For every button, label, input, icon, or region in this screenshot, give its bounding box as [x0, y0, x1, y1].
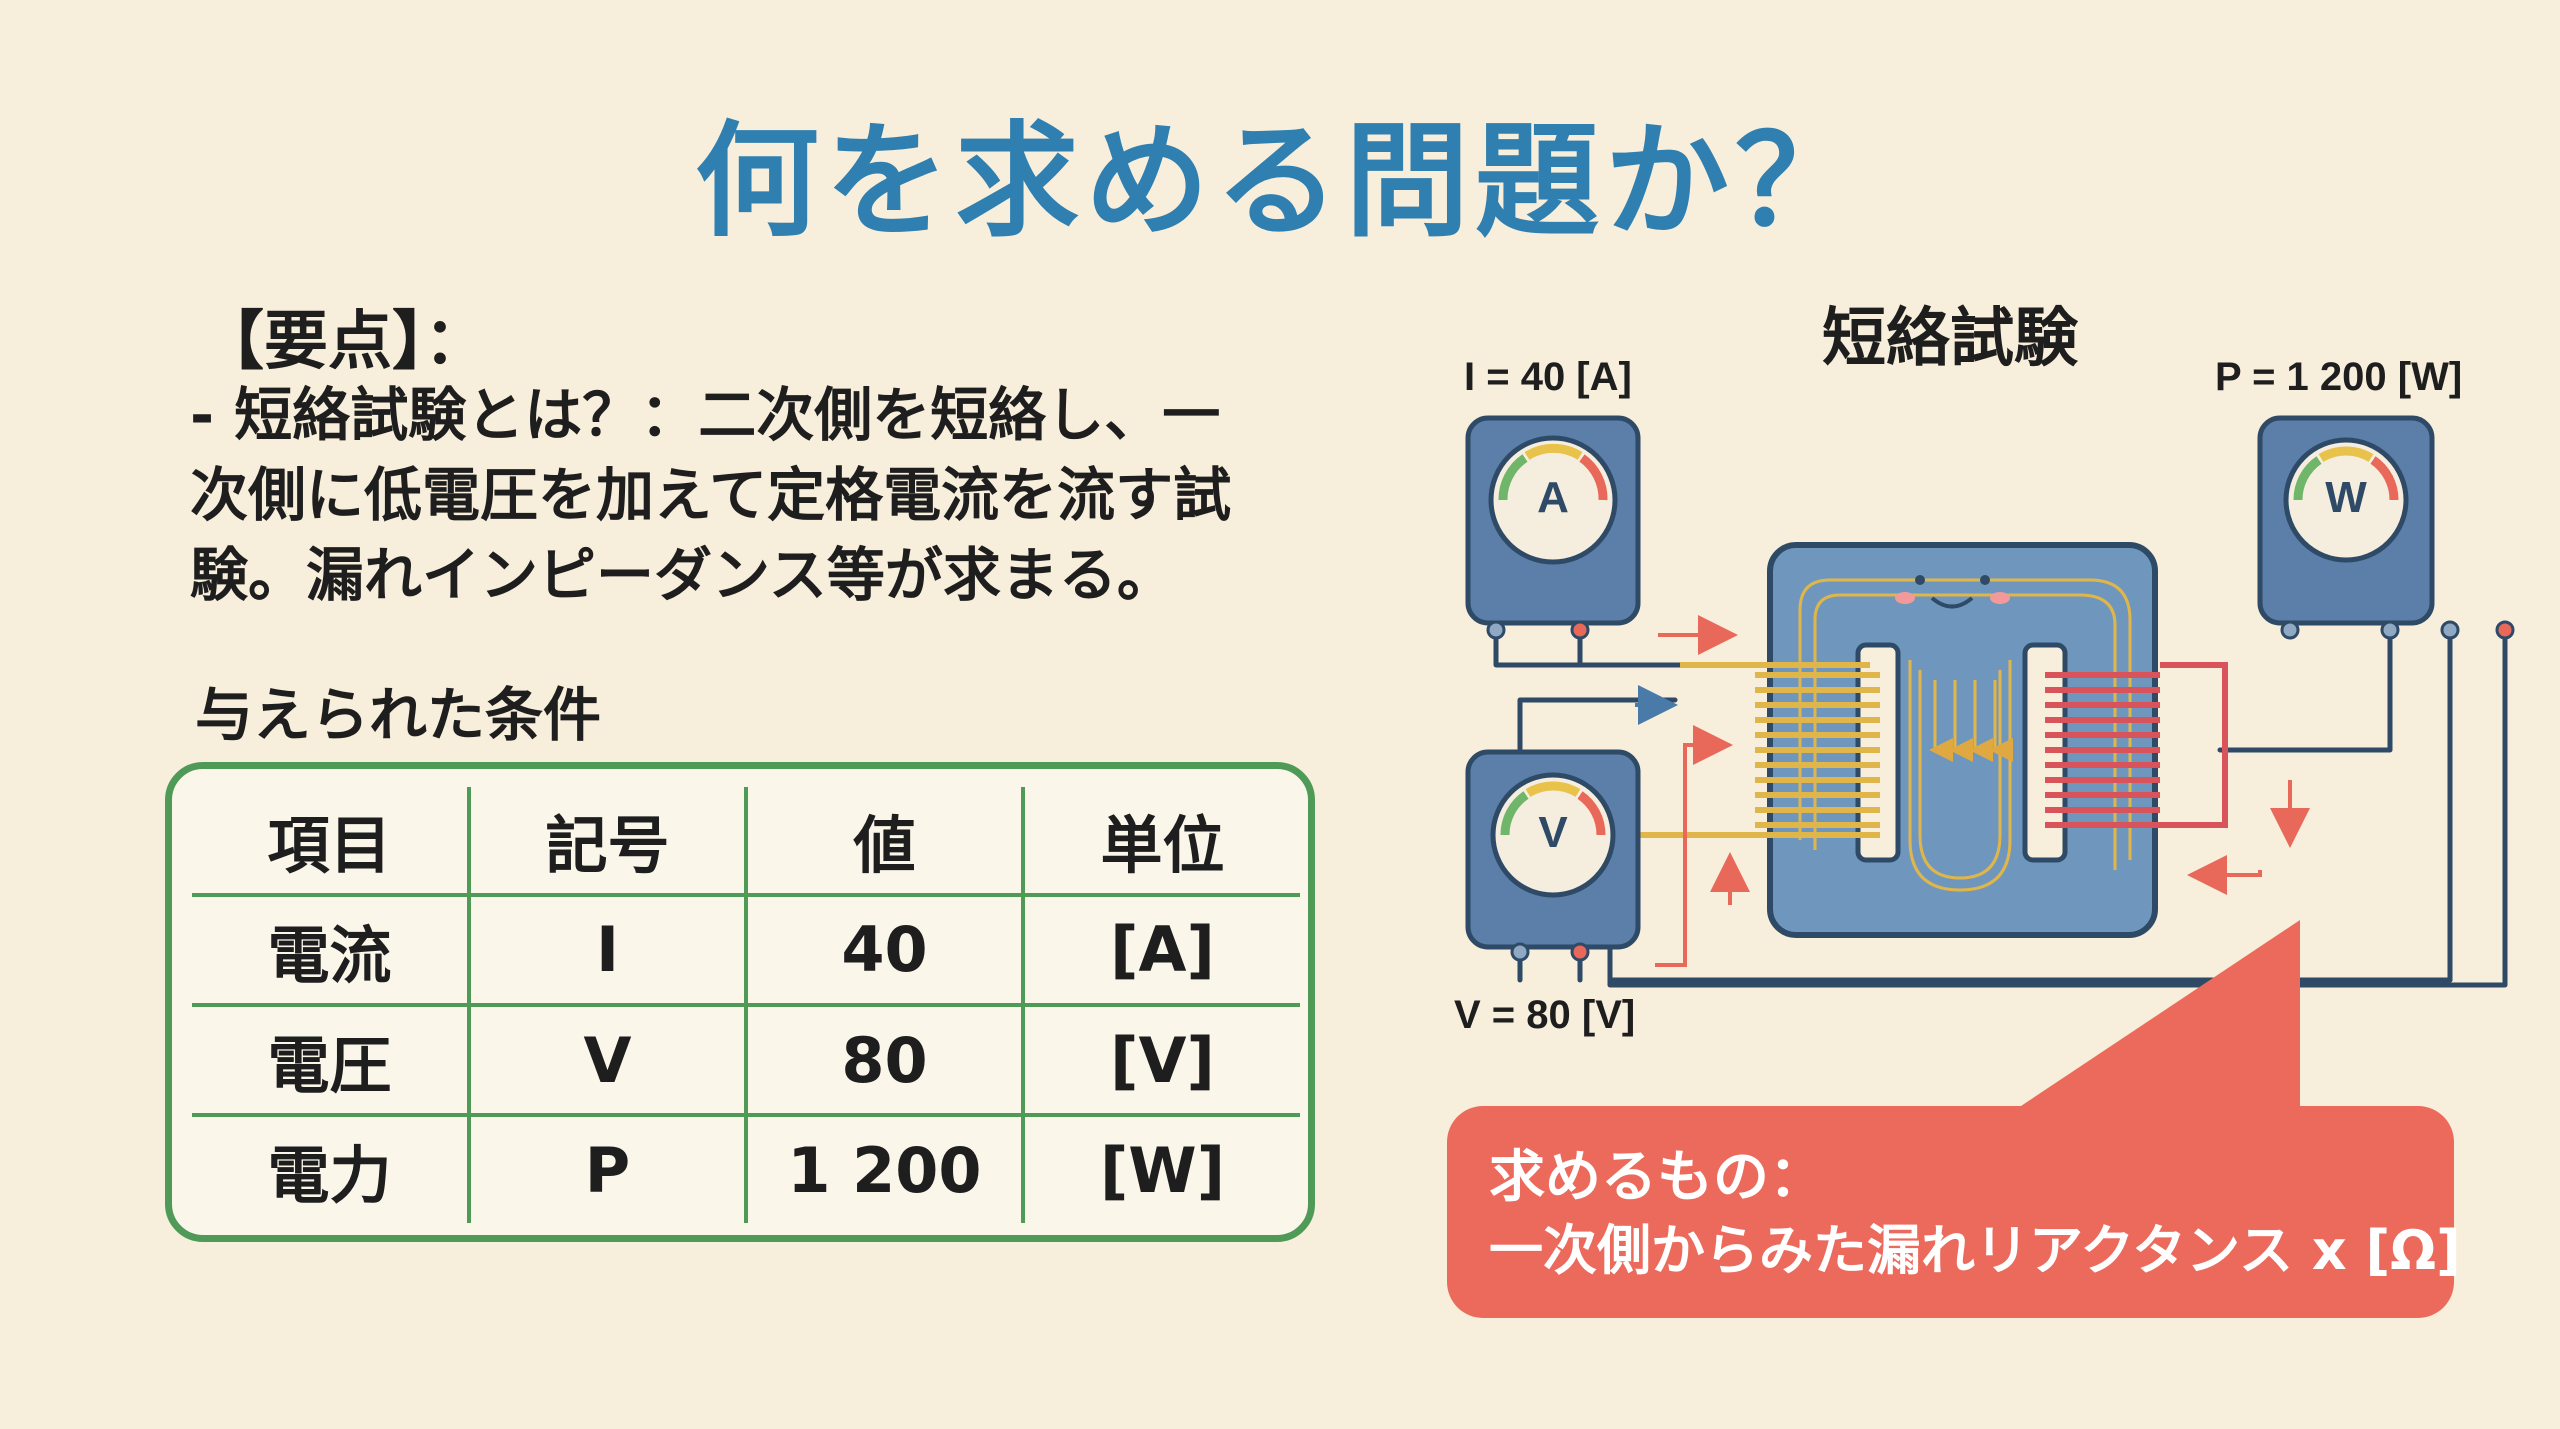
key-points-body: - 短絡試験とは？：二次側を短絡し、一 次側に低電圧を加えて定格電流を流す試 験…: [190, 375, 1330, 615]
wattmeter: W: [2257, 415, 2515, 640]
diagram-title: 短絡試験: [1822, 302, 2079, 374]
conditions-table: 項目 記号 値 単位 電流 I 40 [A] 電圧 V 80 [V] 電力 P …: [165, 762, 1315, 1242]
wattmeter-label: P = 1 200 [W]: [2215, 355, 2462, 399]
conditions-grid: 項目 記号 値 単位 電流 I 40 [A] 電圧 V 80 [V] 電力 P …: [192, 787, 1300, 1223]
table-cell: [V]: [1023, 1004, 1300, 1118]
ammeter-symbol: A: [1537, 473, 1569, 522]
table-cell: 電圧: [192, 1004, 471, 1118]
key-points-line: 次側に低電圧を加えて定格電流を流す試: [190, 461, 1232, 529]
table-cell: V: [469, 1004, 748, 1118]
conditions-heading: 与えられた条件: [195, 681, 602, 749]
answer-callout: 求めるもの： 一次側からみた漏れリアクタンス x [Ω]: [1447, 1106, 2461, 1318]
wattmeter-symbol: W: [2325, 473, 2367, 522]
voltmeter: V: [1465, 749, 1641, 962]
ammeter: A: [1465, 415, 1641, 640]
short-circuit-test-diagram: 短絡試験 I = 40 [A] P = 1 200 [W] V = 80 [V]: [1454, 302, 2515, 1037]
table-row: 電圧 V 80 [V]: [192, 1004, 1300, 1118]
table-row: 電流 I 40 [A]: [192, 894, 1300, 1007]
table-cell: P: [469, 1115, 748, 1223]
table-cell: 電流: [192, 894, 471, 1007]
core-face: [1895, 575, 2010, 609]
table-cell: [W]: [1099, 1133, 1226, 1207]
ammeter-label: I = 40 [A]: [1464, 355, 1632, 399]
callout-target: 一次側からみた漏れリアクタンス x [Ω]: [1489, 1219, 2461, 1282]
header-symbol: 記号: [469, 787, 748, 897]
secondary-coil: [2045, 662, 2228, 828]
voltmeter-label: V = 80 [V]: [1454, 993, 1635, 1037]
primary-coil: [1640, 662, 1880, 838]
key-points-heading: 【要点】：: [200, 305, 488, 379]
header-unit: 単位: [1023, 787, 1300, 897]
key-points-line: - 短絡試験とは？：二次側を短絡し、一: [190, 381, 1221, 449]
table-cell: 80: [746, 1004, 1025, 1118]
table-cell: [A]: [1023, 894, 1300, 1007]
page-title: 何を求める問題か？: [694, 110, 1865, 254]
header-value: 値: [746, 787, 1025, 897]
table-row: 電力 P 1 200 [W]: [192, 1115, 1300, 1223]
current-arrows: [1635, 615, 2310, 967]
table-cell: 40: [746, 894, 1025, 1007]
transformer-core: [1767, 542, 2158, 938]
header-item: 項目: [192, 787, 471, 897]
table-cell: 1 200: [746, 1115, 1025, 1223]
voltmeter-symbol: V: [1538, 808, 1568, 857]
callout-heading: 求めるもの：: [1489, 1145, 1825, 1210]
table-header-row: 項目 記号 値 単位: [192, 787, 1300, 897]
callout-pointer: [2000, 920, 2300, 1120]
table-cell: I: [469, 894, 748, 1007]
table-cell: 電力: [192, 1115, 471, 1223]
key-points-line: 験。漏れインピーダンス等が求まる。: [190, 541, 1175, 609]
